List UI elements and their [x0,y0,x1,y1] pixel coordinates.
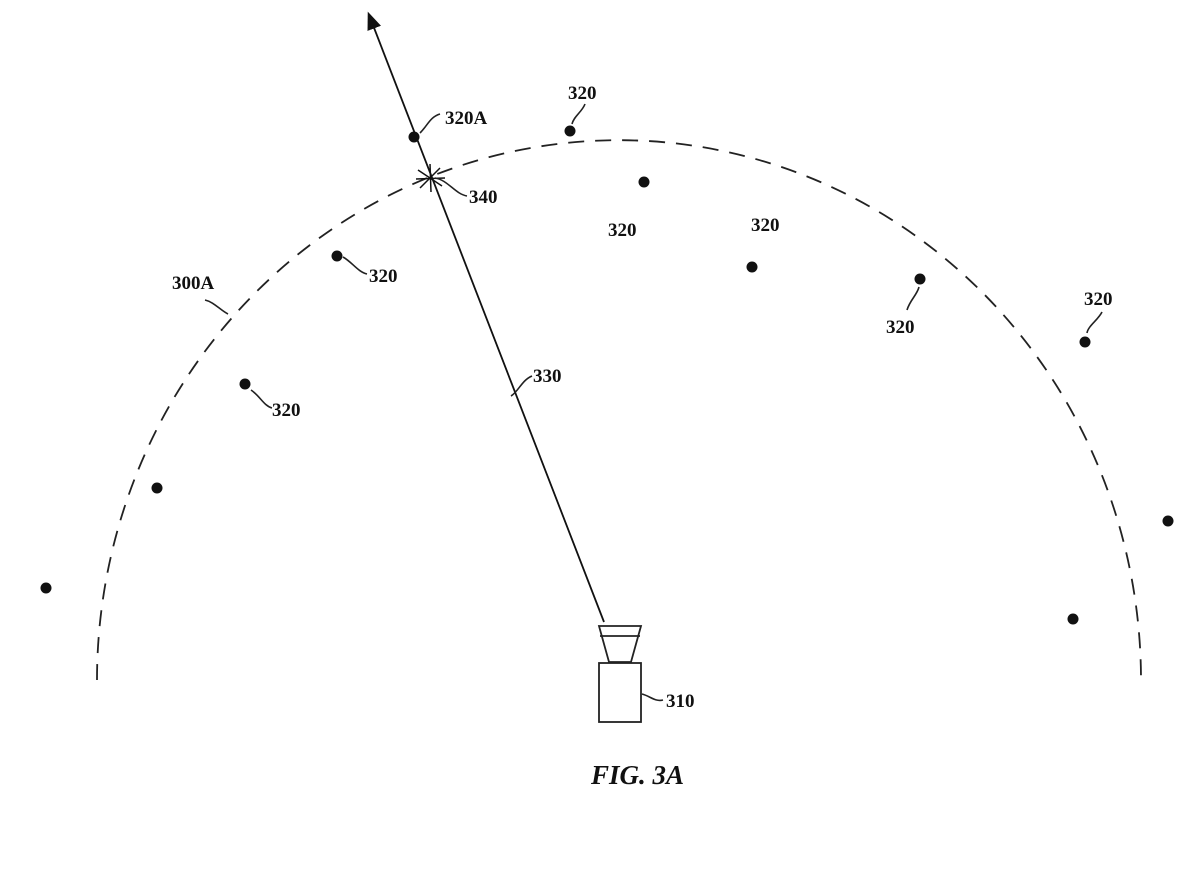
label-320: 320 [272,400,301,421]
label-300A: 300A [172,273,215,294]
ray-330 [367,11,605,623]
point [746,261,758,273]
label-320: 320 [568,83,597,104]
label-320: 320 [369,266,398,287]
point-320A [408,131,420,143]
figure-caption: FIG. 3A [590,760,684,790]
label-320A: 320A [445,108,488,129]
point [914,273,926,285]
device-body [598,662,642,723]
point [239,378,251,390]
label-310: 310 [666,691,695,712]
label-320: 320 [608,220,637,241]
device-310 [597,625,643,723]
point [564,125,576,137]
point [1067,613,1079,625]
leader-lines [204,103,1103,702]
intersection-marker-340 [415,163,446,193]
point [331,250,343,262]
point [1079,336,1091,348]
point [40,582,52,594]
point [151,482,163,494]
point [638,176,650,188]
label-330: 330 [533,366,562,387]
point [1162,515,1174,527]
points-320 [40,125,1174,625]
label-320: 320 [751,215,780,236]
label-340: 340 [469,187,498,208]
label-320: 320 [1084,289,1113,310]
lens-icon [597,625,643,663]
label-320: 320 [886,317,915,338]
